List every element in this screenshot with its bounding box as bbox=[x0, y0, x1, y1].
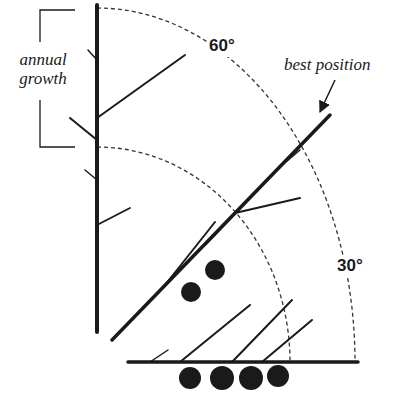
angle-label: 60° bbox=[207, 36, 237, 57]
angle-label: 30° bbox=[335, 256, 365, 277]
pointer-arrow bbox=[320, 80, 335, 112]
fruit bbox=[179, 260, 289, 390]
best-position-label: best position bbox=[282, 55, 372, 76]
annual-growth-label: annual growth bbox=[10, 50, 76, 89]
